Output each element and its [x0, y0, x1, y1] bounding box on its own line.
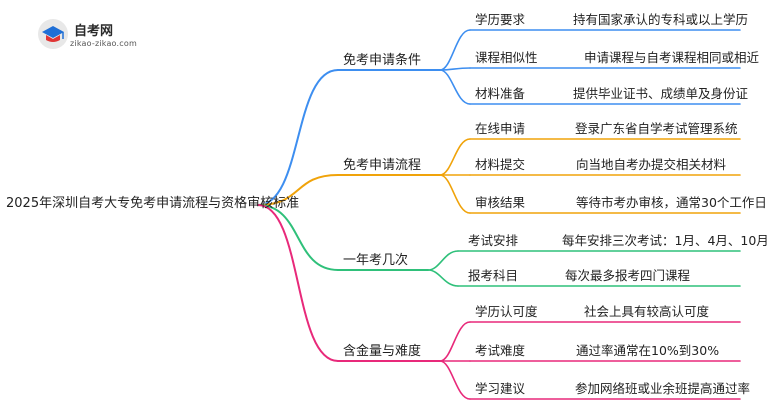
branch-label-1: 免考申请流程 [343, 158, 422, 173]
leaf-label: 材料准备 [475, 86, 526, 101]
leaf-description: 社会上具有较高认可度 [584, 304, 710, 319]
root-to-branch-connector [257, 204, 339, 271]
leaf-description: 参加网络班或业余班提高通过率 [575, 381, 751, 396]
leaf-description: 等待市考办审核，通常30个工作日 [576, 195, 767, 210]
leaf-label: 在线申请 [475, 121, 526, 136]
graduation-cap-icon [38, 19, 68, 49]
leaf-description: 持有国家承认的专科或以上学历 [573, 12, 749, 27]
branch-to-leaf-connector [439, 69, 471, 105]
leaf-label: 考试难度 [475, 343, 526, 358]
branch-to-leaf-connector [439, 138, 471, 176]
branch-label-2: 一年考几次 [343, 253, 409, 268]
leaf-label: 审核结果 [475, 195, 526, 210]
leaf-description: 申请课程与自考课程相同或相近 [584, 50, 760, 65]
leaf-description: 向当地自考办提交相关材料 [576, 157, 727, 172]
branch-to-leaf-connector [427, 269, 459, 287]
leaf-description: 每年安排三次考试：1月、4月、10月 [562, 233, 769, 248]
branch-to-leaf-connector [439, 29, 471, 71]
branch-to-leaf-connector [439, 321, 471, 362]
leaf-description: 提供毕业证书、成绩单及身份证 [573, 86, 749, 101]
leaf-description: 登录广东省自学考试管理系统 [575, 121, 738, 136]
logo-url: zikao-zikao.com [70, 39, 137, 48]
leaf-description: 每次最多报考四门课程 [565, 268, 691, 283]
leaf-label: 材料提交 [475, 157, 526, 172]
branch-label-3: 含金量与难度 [343, 344, 422, 359]
root-to-branch-connector [257, 204, 339, 362]
leaf-label: 学历要求 [475, 12, 526, 27]
mindmap-connectors [257, 29, 741, 400]
leaf-label: 课程相似性 [475, 50, 538, 65]
leaf-label: 考试安排 [468, 233, 519, 248]
branch-to-leaf-connector [439, 360, 471, 400]
root-topic: 2025年深圳自考大专免考申请流程与资格审核标准 [6, 196, 300, 211]
branch-to-leaf-connector [427, 250, 459, 271]
site-logo: 自考网 zikao-zikao.com [36, 17, 156, 57]
leaf-label: 学历认可度 [475, 304, 538, 319]
branch-to-leaf-connector [439, 174, 471, 214]
root-to-branch-connector [257, 174, 339, 206]
branch-label-0: 免考申请条件 [343, 53, 422, 68]
logo-name: 自考网 [74, 24, 114, 39]
leaf-description: 通过率通常在10%到30% [576, 343, 720, 358]
leaf-label: 学习建议 [475, 381, 526, 396]
root-to-branch-connector [257, 69, 339, 206]
leaf-label: 报考科目 [468, 268, 519, 283]
